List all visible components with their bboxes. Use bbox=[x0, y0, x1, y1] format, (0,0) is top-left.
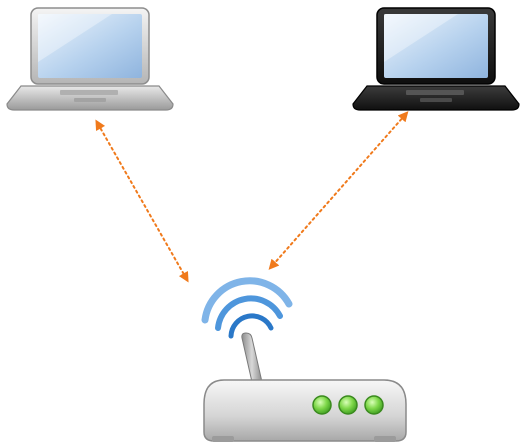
router-icon bbox=[203, 332, 407, 442]
router-status-lights bbox=[312, 395, 384, 415]
router-led-2 bbox=[338, 395, 358, 415]
connection-silver-laptop-router bbox=[95, 119, 189, 283]
connection-black-laptop-router bbox=[268, 111, 409, 270]
laptop-icon bbox=[352, 7, 520, 111]
wifi-signal-icon bbox=[201, 277, 293, 339]
laptop-silver bbox=[6, 7, 174, 111]
router-led-1 bbox=[312, 395, 332, 415]
laptop-black bbox=[352, 7, 520, 111]
wireless-router bbox=[201, 277, 407, 442]
laptop-icon bbox=[6, 7, 174, 111]
router-led-3 bbox=[364, 395, 384, 415]
router-antenna bbox=[241, 332, 263, 383]
